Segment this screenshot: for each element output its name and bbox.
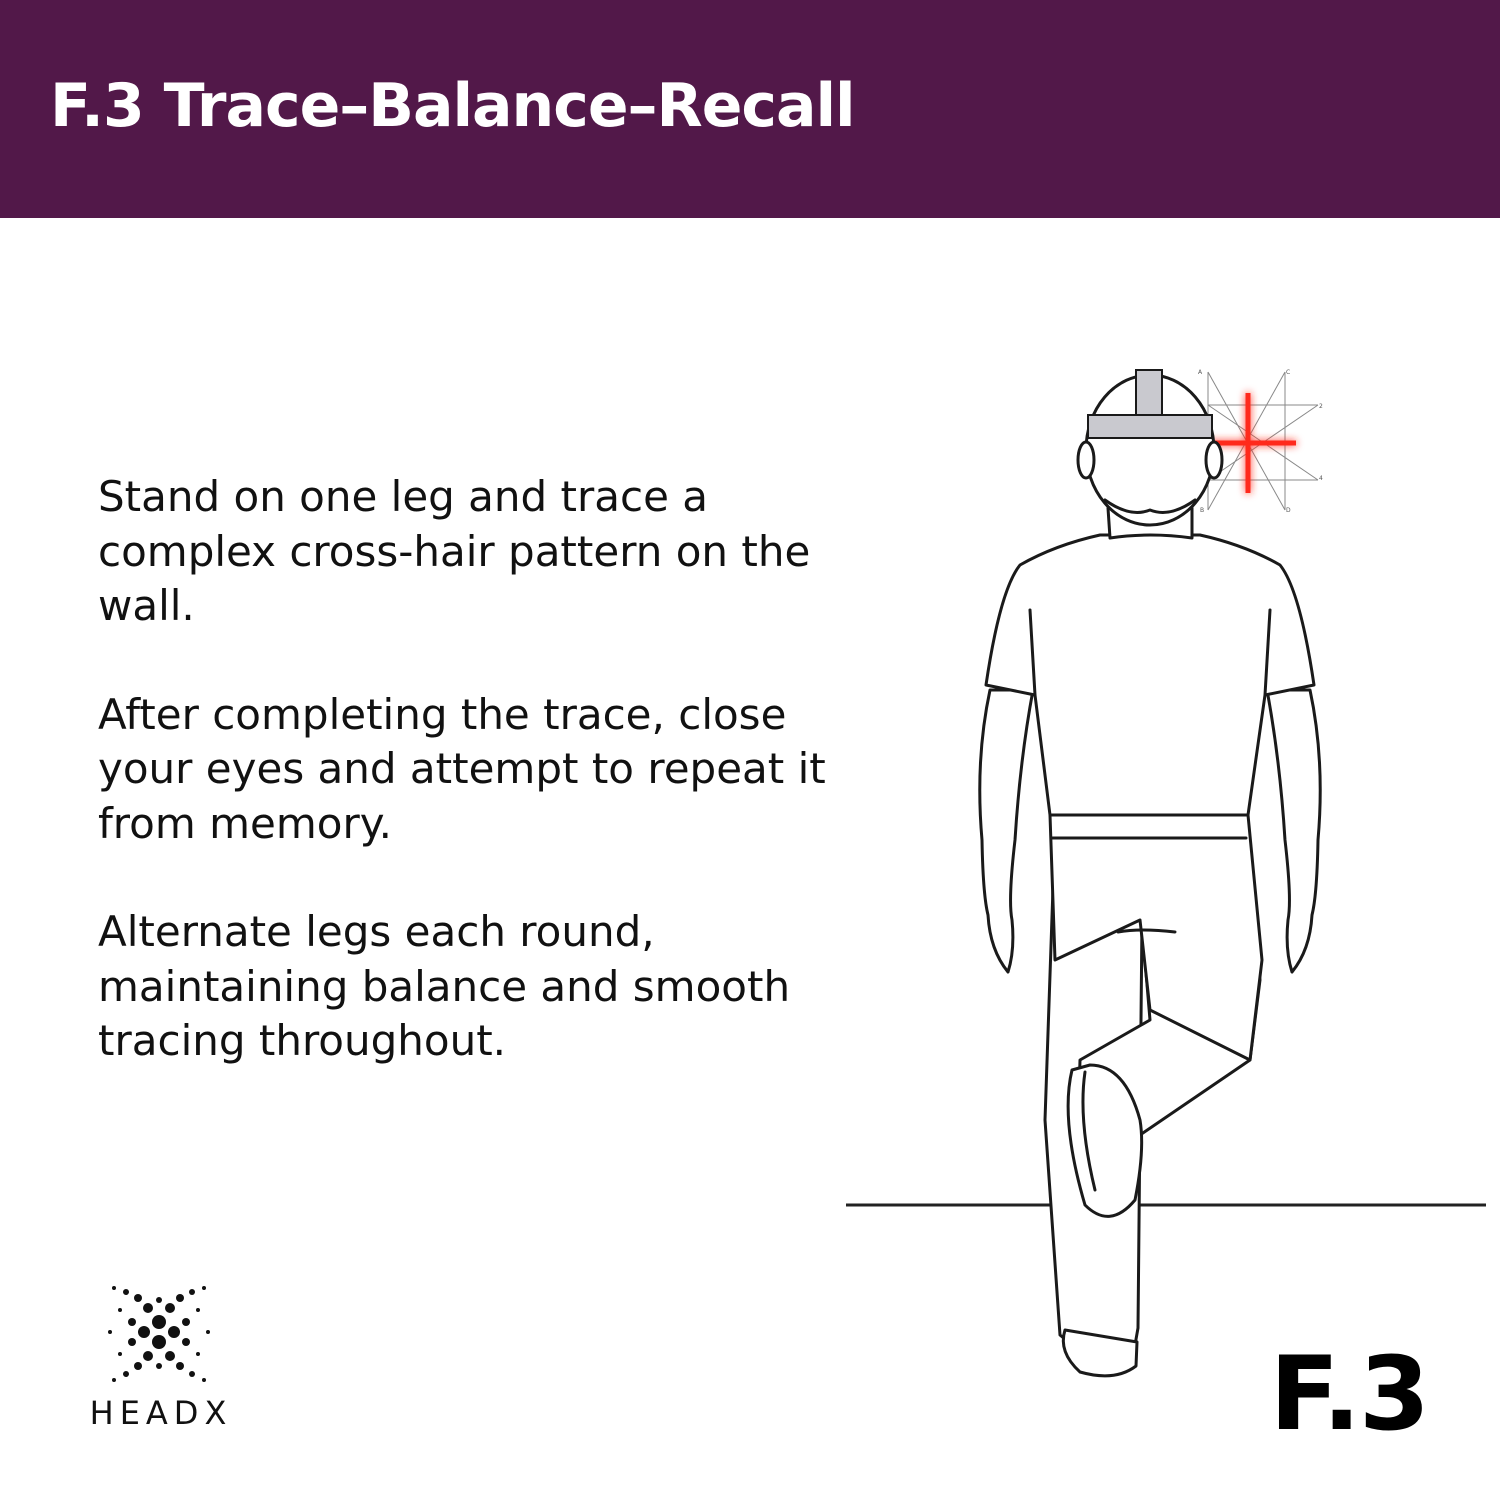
page-title: F.3 Trace–Balance–Recall	[50, 71, 856, 141]
pattern-label-4: 4	[1319, 475, 1323, 482]
header-banner: F.3 Trace–Balance–Recall	[0, 0, 1500, 218]
logo-wordmark: HEADX	[89, 1394, 233, 1432]
pattern-label-d: D	[1286, 507, 1291, 514]
balancing-person-illustration: A C 2 4 B D	[840, 360, 1500, 1400]
headset	[1087, 369, 1213, 439]
exercise-code-badge: F.3	[1269, 1335, 1430, 1454]
crosshair-labels: A C 2 4 B D	[1198, 369, 1323, 514]
pattern-label-a: A	[1198, 369, 1203, 376]
person-figure	[978, 373, 1322, 1378]
instruction-step-3: Alternate legs each round, maintaining b…	[98, 907, 791, 1065]
pattern-label-c: C	[1286, 369, 1290, 376]
instruction-step-2: After completing the trace, close your e…	[98, 689, 826, 848]
pattern-label-2: 2	[1319, 403, 1323, 410]
instruction-step-1: Stand on one leg and trace a complex cro…	[98, 472, 811, 630]
instructions: Stand on one leg and trace a complex cro…	[98, 470, 888, 1123]
headx-logo: HEADX	[86, 1280, 236, 1432]
dotted-x-logo-icon	[108, 1286, 210, 1382]
red-crosshair	[1208, 393, 1296, 493]
pattern-label-b: B	[1200, 507, 1204, 514]
